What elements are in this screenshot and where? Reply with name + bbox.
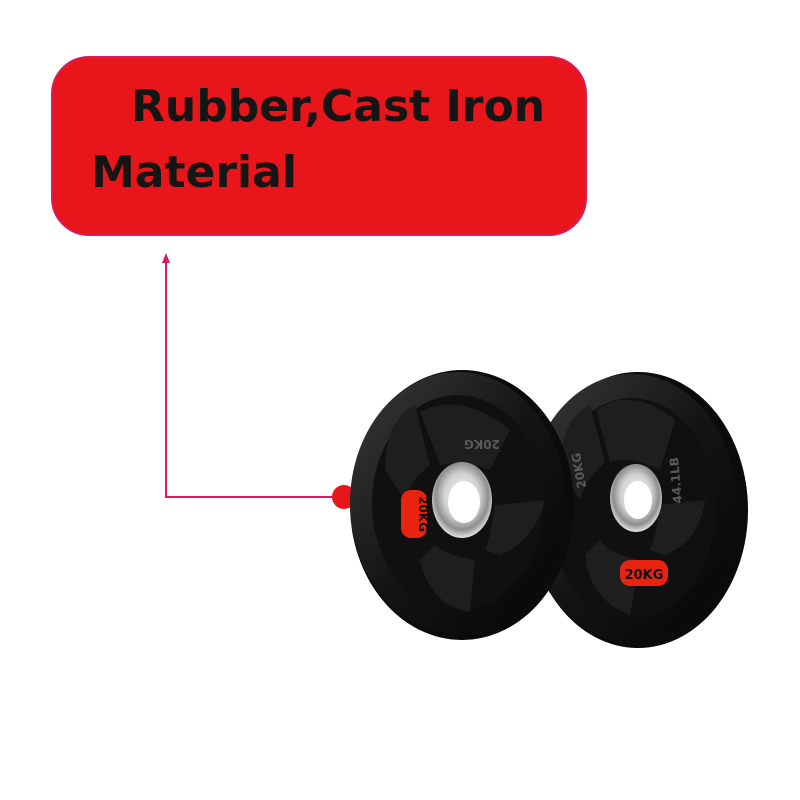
plate-right-embossed-kg: 20KG: [569, 452, 589, 490]
plate-right-badge-text: 20KG: [625, 568, 664, 583]
plate-left-badge-text: 20KG: [416, 496, 430, 532]
plate-right-badge: [620, 560, 668, 586]
material-callout-text: Rubber,Cast Iron Material: [91, 81, 546, 198]
plate-left-badge: [401, 490, 427, 538]
material-callout: Rubber,Cast Iron Material: [51, 56, 587, 236]
weight-plate-right: 20KG 20KG 44.1LB: [526, 372, 748, 648]
weight-plate-left: 20KG 20KG: [350, 370, 574, 640]
plate-left-embossed-kg: 20KG: [464, 437, 500, 451]
plate-right-embossed-lb: 44.1LB: [667, 457, 685, 504]
